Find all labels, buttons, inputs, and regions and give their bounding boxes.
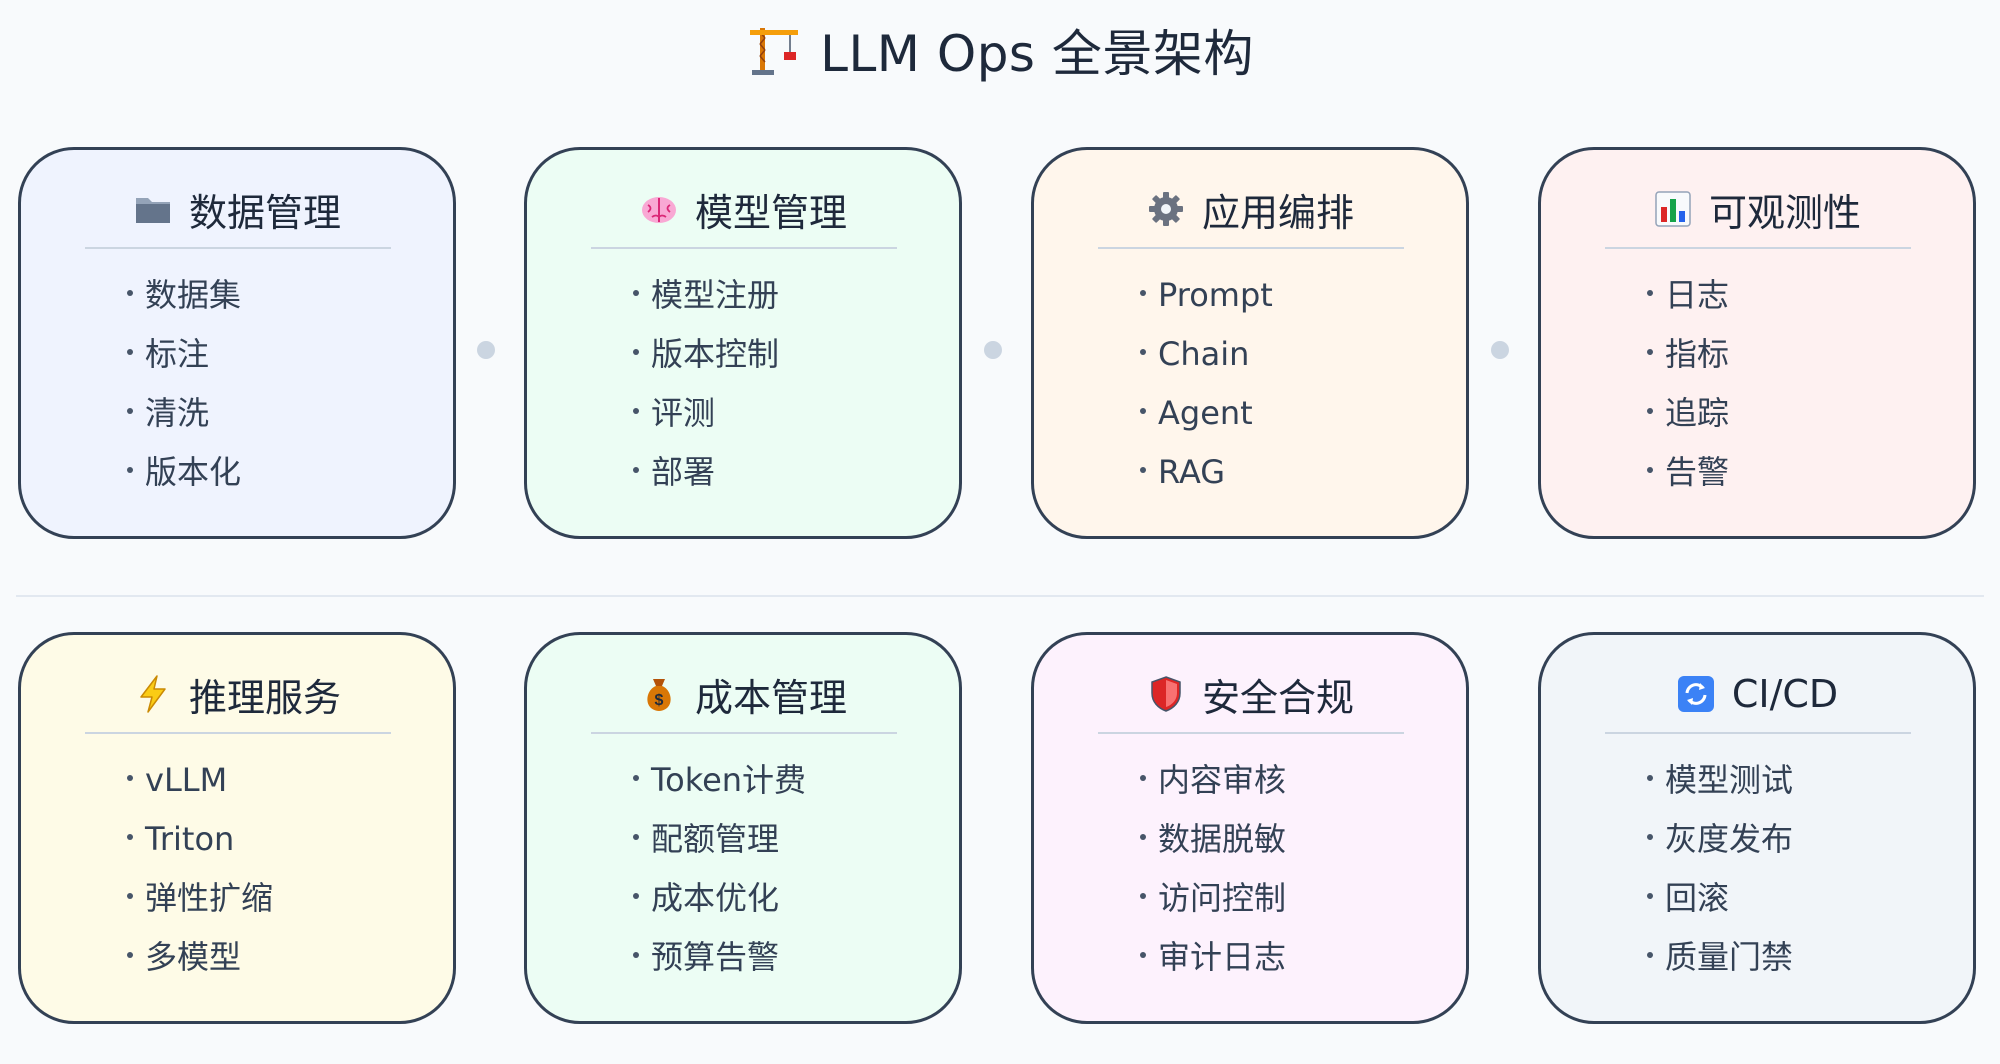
card-title: 数据管理 [188, 190, 341, 235]
construction-crane-icon [746, 22, 802, 78]
page-title: LLM Ops 全景架构 [0, 12, 2000, 88]
card-model-management: 模型管理 模型注册 版本控制 评测 部署 [524, 147, 962, 539]
list-item: 成本优化 [633, 869, 806, 928]
card-ci-cd: CI/CD 模型测试 灰度发布 回滚 质量门禁 [1538, 632, 1976, 1024]
card-header: $ 成本管理 [527, 663, 959, 725]
list-item: Prompt [1140, 266, 1273, 325]
list-item: Triton [127, 810, 273, 869]
card-title: 应用编排 [1201, 190, 1354, 235]
card-divider [591, 247, 897, 249]
card-item-list: Prompt Chain Agent RAG [1140, 266, 1273, 502]
card-cost-management: $ 成本管理 Token计费 配额管理 成本优化 预算告警 [524, 632, 962, 1024]
list-item: 部署 [633, 443, 779, 502]
list-item: RAG [1140, 443, 1273, 502]
card-item-list: 日志 指标 追踪 告警 [1647, 266, 1729, 502]
list-item: 数据集 [127, 266, 241, 325]
list-item: 回滚 [1647, 869, 1793, 928]
card-header: 应用编排 [1034, 178, 1466, 240]
list-item: 配额管理 [633, 810, 806, 869]
card-app-orchestration: 应用编排 Prompt Chain Agent RAG [1031, 147, 1469, 539]
list-item: Token计费 [633, 751, 806, 810]
list-item: 日志 [1647, 266, 1729, 325]
card-divider [85, 732, 391, 734]
card-item-list: vLLM Triton 弹性扩缩 多模型 [127, 751, 273, 987]
list-item: 质量门禁 [1647, 928, 1793, 987]
list-item: Chain [1140, 325, 1273, 384]
bar-chart-icon [1653, 189, 1693, 229]
list-item: 告警 [1647, 443, 1729, 502]
list-item: 多模型 [127, 928, 273, 987]
money-bag-icon: $ [639, 674, 679, 714]
connector-dot [477, 341, 495, 359]
refresh-icon [1676, 674, 1716, 714]
card-item-list: 内容审核 数据脱敏 访问控制 审计日志 [1140, 751, 1286, 987]
brain-icon [639, 189, 679, 229]
list-item: 访问控制 [1140, 869, 1286, 928]
card-item-list: 模型注册 版本控制 评测 部署 [633, 266, 779, 502]
card-header: 数据管理 [21, 178, 453, 240]
card-header: CI/CD [1541, 663, 1973, 725]
card-title: 推理服务 [188, 675, 341, 720]
card-divider [1098, 732, 1404, 734]
card-data-management: 数据管理 数据集 标注 清洗 版本化 [18, 147, 456, 539]
page-title-text: LLM Ops 全景架构 [820, 25, 1254, 83]
card-header: 可观测性 [1541, 178, 1973, 240]
list-item: Agent [1140, 384, 1273, 443]
card-divider [1605, 247, 1911, 249]
card-divider [591, 732, 897, 734]
list-item: 内容审核 [1140, 751, 1286, 810]
list-item: 追踪 [1647, 384, 1729, 443]
list-item: vLLM [127, 751, 273, 810]
card-item-list: 模型测试 灰度发布 回滚 质量门禁 [1647, 751, 1793, 987]
card-title: 安全合规 [1201, 675, 1354, 720]
list-item: 弹性扩缩 [127, 869, 273, 928]
list-item: 版本控制 [633, 325, 779, 384]
card-divider [85, 247, 391, 249]
list-item: 数据脱敏 [1140, 810, 1286, 869]
list-item: 标注 [127, 325, 241, 384]
svg-text:$: $ [655, 692, 664, 709]
card-security-compliance: 安全合规 内容审核 数据脱敏 访问控制 审计日志 [1031, 632, 1469, 1024]
list-item: 版本化 [127, 443, 241, 502]
list-item: 灰度发布 [1647, 810, 1793, 869]
lightning-icon [133, 674, 173, 714]
card-title: 可观测性 [1708, 190, 1861, 235]
list-item: 模型注册 [633, 266, 779, 325]
list-item: 审计日志 [1140, 928, 1286, 987]
row-divider [16, 595, 1984, 597]
card-header: 推理服务 [21, 663, 453, 725]
card-item-list: 数据集 标注 清洗 版本化 [127, 266, 241, 502]
card-observability: 可观测性 日志 指标 追踪 告警 [1538, 147, 1976, 539]
list-item: 预算告警 [633, 928, 806, 987]
list-item: 指标 [1647, 325, 1729, 384]
card-header: 安全合规 [1034, 663, 1466, 725]
card-item-list: Token计费 配额管理 成本优化 预算告警 [633, 751, 806, 987]
card-title: CI/CD [1731, 672, 1839, 716]
card-inference-service: 推理服务 vLLM Triton 弹性扩缩 多模型 [18, 632, 456, 1024]
shield-icon [1146, 674, 1186, 714]
connector-dot [1491, 341, 1509, 359]
gear-icon [1146, 189, 1186, 229]
card-title: 成本管理 [694, 675, 847, 720]
card-divider [1098, 247, 1404, 249]
list-item: 清洗 [127, 384, 241, 443]
folder-icon [133, 189, 173, 229]
list-item: 模型测试 [1647, 751, 1793, 810]
connector-dot [984, 341, 1002, 359]
card-divider [1605, 732, 1911, 734]
card-header: 模型管理 [527, 178, 959, 240]
card-title: 模型管理 [694, 190, 847, 235]
list-item: 评测 [633, 384, 779, 443]
